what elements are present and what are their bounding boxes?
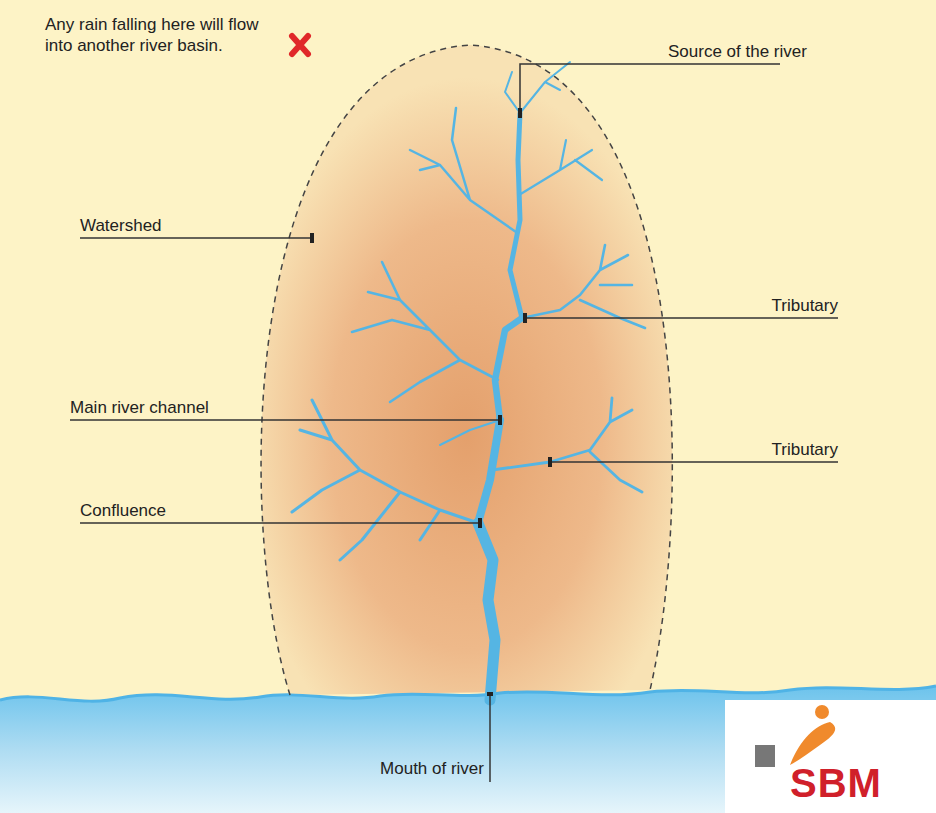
watershed-line	[261, 45, 672, 695]
shoreline	[0, 686, 936, 701]
logo-panel	[725, 700, 936, 813]
leader-lines	[70, 64, 838, 782]
cross-mark	[292, 36, 308, 54]
part-label: Mouth of river	[380, 758, 484, 779]
note-text: Any rain falling here will flow into ano…	[45, 14, 285, 57]
part-label: Tributary	[772, 439, 838, 460]
leader-ticks	[310, 108, 552, 696]
river-network	[292, 62, 645, 700]
part-label: Main river channel	[70, 397, 209, 418]
part-label: Confluence	[80, 500, 166, 521]
basin-area	[261, 45, 672, 695]
part-label: Tributary	[772, 295, 838, 316]
logo-text: SBM	[790, 758, 882, 808]
logo-icon	[755, 705, 835, 767]
part-label: Source of the river	[668, 41, 807, 62]
part-label: Watershed	[80, 215, 162, 236]
sea	[0, 686, 936, 813]
